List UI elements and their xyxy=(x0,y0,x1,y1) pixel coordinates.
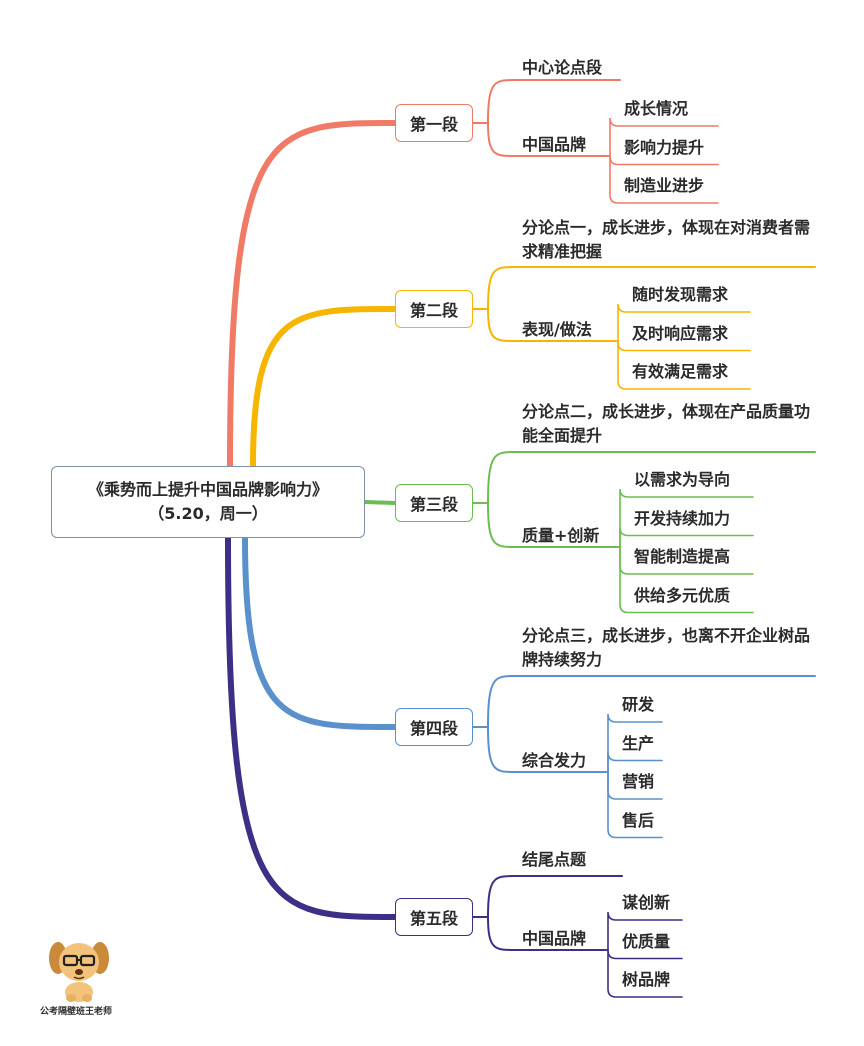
leaf-item[interactable]: 影响力提升 xyxy=(624,137,705,157)
paragraph-node-5[interactable]: 第五段 xyxy=(395,898,473,936)
connector xyxy=(363,500,397,505)
group-label-3[interactable]: 质量+创新 xyxy=(522,526,600,545)
paragraph-node-3[interactable]: 第三段 xyxy=(395,484,473,522)
connector xyxy=(487,916,605,951)
leaf-item[interactable]: 及时响应需求 xyxy=(632,323,729,343)
leaf-item[interactable]: 开发持续加力 xyxy=(634,508,731,528)
connector xyxy=(615,488,754,548)
watermark-text: 公考隔壁班王老师 xyxy=(40,1007,113,1017)
paragraph-node-2[interactable]: 第二段 xyxy=(395,290,473,328)
group-label-1[interactable]: 中国品牌 xyxy=(522,135,587,154)
root-title: 《乘势而上提升中国品牌影响力》 xyxy=(87,480,328,499)
leaf-item[interactable]: 树品牌 xyxy=(622,970,671,989)
connector xyxy=(603,752,663,773)
connector xyxy=(487,308,615,342)
connector xyxy=(472,266,816,310)
connector xyxy=(615,546,754,614)
argument-point-5[interactable]: 结尾点题 xyxy=(522,850,587,869)
leaf-item[interactable]: 智能制造提高 xyxy=(634,547,731,566)
leaf-item[interactable]: 优质量 xyxy=(622,931,671,951)
leaf-item[interactable]: 生产 xyxy=(622,733,655,753)
connector xyxy=(603,713,663,773)
leaf-item[interactable]: 有效满足需求 xyxy=(632,362,729,381)
group-label-4[interactable]: 综合发力 xyxy=(522,751,587,770)
leaf-item[interactable]: 制造业进步 xyxy=(624,176,705,195)
connector xyxy=(605,117,719,157)
leaf-item[interactable]: 随时发现需求 xyxy=(632,285,729,304)
argument-point-4[interactable]: 分论点三，成长进步，也离不开企业树品牌持续努力 xyxy=(522,626,811,669)
connector xyxy=(613,340,751,390)
connector xyxy=(487,122,607,157)
argument-point-1[interactable]: 中心论点段 xyxy=(522,58,603,77)
argument-point-2[interactable]: 分论点一，成长进步，体现在对消费者需求精准把握 xyxy=(522,218,811,261)
leaf-item[interactable]: 谋创新 xyxy=(622,893,671,912)
connector xyxy=(603,949,683,998)
connector xyxy=(603,771,663,839)
connector xyxy=(613,303,751,342)
paragraph-node-4[interactable]: 第四段 xyxy=(395,708,473,746)
leaf-item[interactable]: 营销 xyxy=(622,772,655,791)
leaf-item[interactable]: 供给多元优质 xyxy=(634,585,731,605)
root-subtitle: （5.20，周一） xyxy=(148,504,268,523)
connector xyxy=(487,502,617,548)
leaf-item[interactable]: 以需求为导向 xyxy=(634,470,731,489)
connector xyxy=(242,535,398,730)
connector xyxy=(472,451,816,504)
connector xyxy=(250,306,398,469)
group-label-5[interactable]: 中国品牌 xyxy=(522,929,587,948)
root-node[interactable]: 《乘势而上提升中国品牌影响力》 （5.20，周一） xyxy=(51,466,365,538)
argument-point-3[interactable]: 分论点二，成长进步，体现在产品质量功能全面提升 xyxy=(522,402,811,445)
connector xyxy=(615,527,754,548)
connector xyxy=(472,79,621,124)
connector xyxy=(472,675,816,728)
connector xyxy=(472,875,623,918)
group-label-2[interactable]: 表现/做法 xyxy=(522,320,592,339)
leaf-item[interactable]: 研发 xyxy=(622,695,655,714)
leaf-item[interactable]: 售后 xyxy=(622,810,655,830)
connector xyxy=(227,120,398,469)
connector xyxy=(605,155,719,204)
dog-mascot-icon xyxy=(49,942,109,1002)
connector xyxy=(603,911,683,951)
leaf-item[interactable]: 成长情况 xyxy=(624,99,689,118)
paragraph-node-1[interactable]: 第一段 xyxy=(395,104,473,142)
connector xyxy=(225,535,398,920)
connector xyxy=(487,726,605,773)
